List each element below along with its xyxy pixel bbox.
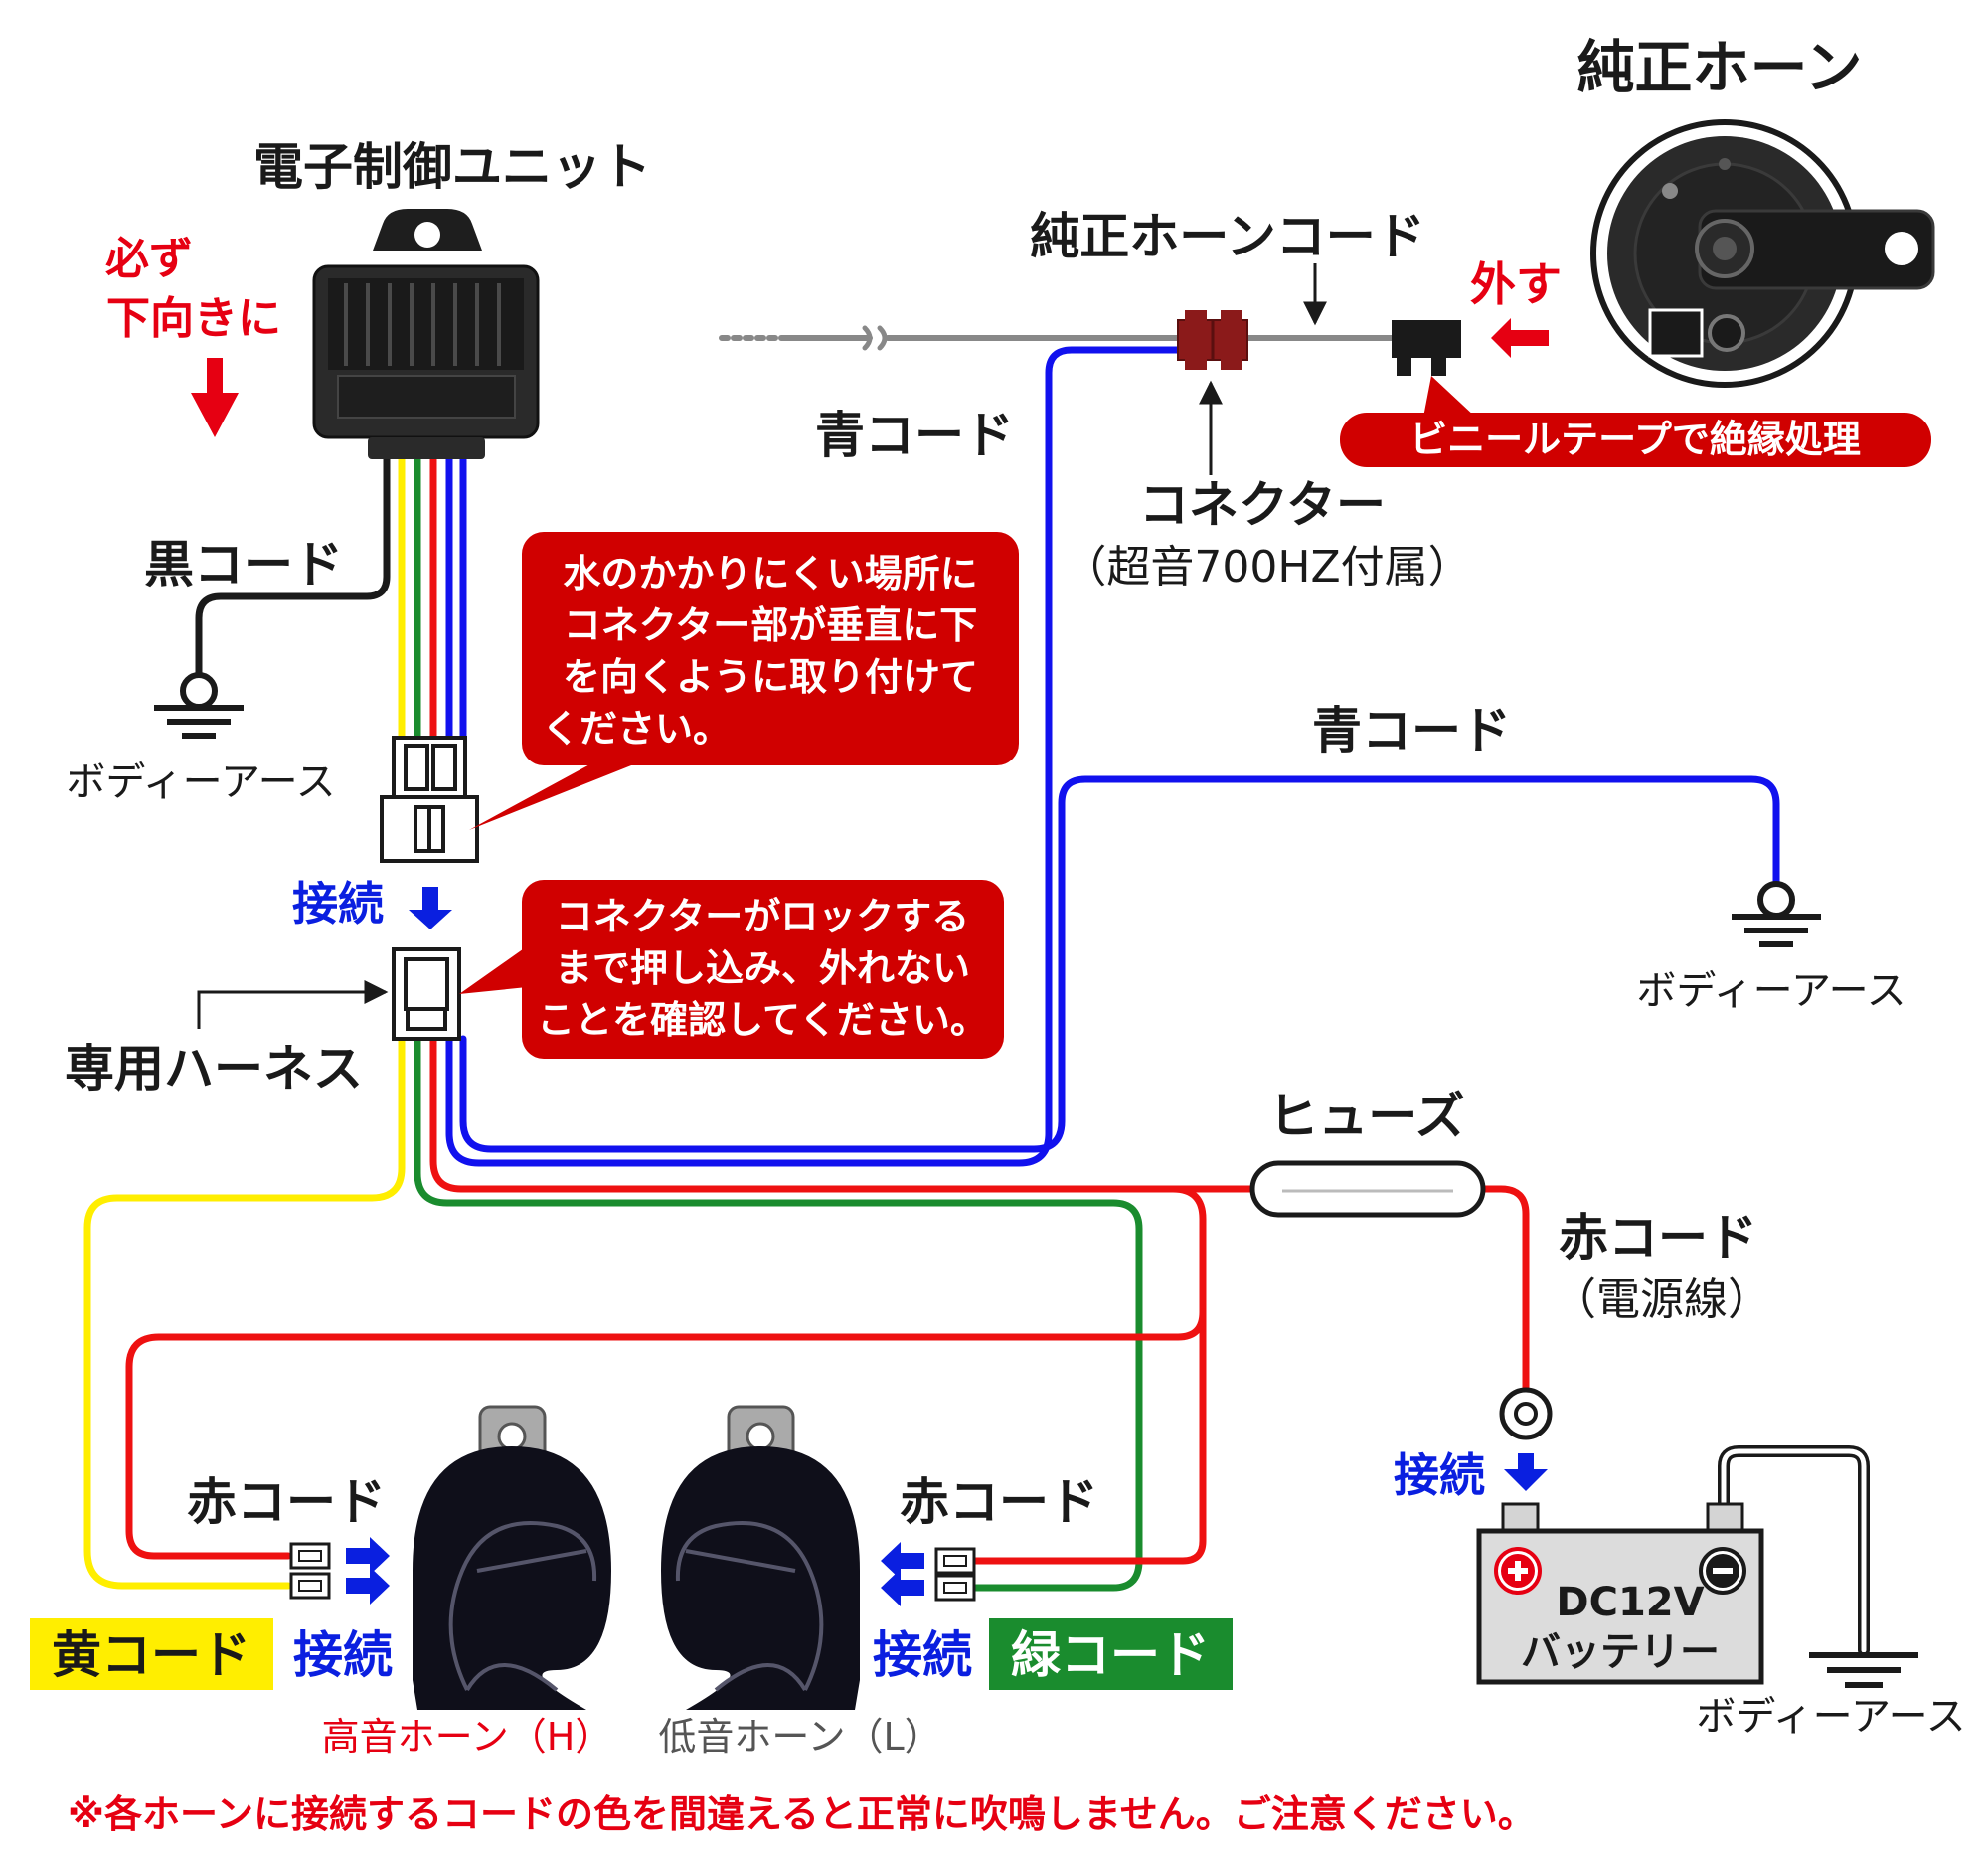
red-wire-high <box>125 1308 1207 1560</box>
left-arrow-icon <box>881 1542 924 1580</box>
callout-vertical-line3: を向くように取り付けて <box>563 655 978 699</box>
low-horn-connect: 接続 <box>873 1626 972 1684</box>
blue-wire-horn <box>445 346 1182 1167</box>
harness-connector <box>392 947 461 1041</box>
stock-horn-icon <box>1590 119 1935 388</box>
yellow-cord-highlight <box>30 1618 273 1690</box>
low-horn-icon <box>661 1405 860 1710</box>
blue-cord-label-1: 青コード <box>815 407 1014 464</box>
callout-lock-line1: コネクターがロックする <box>556 895 969 938</box>
callout-lock-line2: まで押し込み、外れない <box>555 946 970 990</box>
red-wire-power <box>1477 1185 1530 1396</box>
ground-icon <box>1809 1652 1918 1688</box>
callout-lock <box>459 880 1004 1059</box>
stock-cord-label: 純正ホーンコード <box>1030 208 1425 265</box>
ecu-unit <box>312 209 540 459</box>
yellow-wire <box>83 1035 406 1590</box>
stock-terminal-icon <box>1392 320 1461 376</box>
callout-vertical-line2: コネクター部が垂直に下 <box>564 603 977 647</box>
callout-vertical <box>469 532 1019 830</box>
ecu-title: 電子制御ユニット <box>253 138 651 196</box>
ecu-side-connector <box>380 736 479 863</box>
fuse-label: ヒューズ <box>1268 1088 1465 1145</box>
red-cord-power-label: 赤コード <box>1559 1209 1757 1267</box>
callout-lock-line3: ことを確認してください。 <box>537 998 988 1042</box>
ground-icon <box>154 672 244 739</box>
callout-vertical-line4: ください。 <box>542 707 731 751</box>
down-arrow-icon <box>409 887 452 929</box>
down-arrow-icon <box>1504 1453 1548 1491</box>
battery-connect-label: 接続 <box>1394 1448 1485 1502</box>
blue-wire-ground <box>459 775 1780 1153</box>
horn-connector-icon <box>1177 310 1248 370</box>
left-arrow-icon <box>1491 318 1549 358</box>
high-horn-red-cord: 赤コード <box>187 1473 386 1531</box>
blue-cord-label-2: 青コード <box>1312 702 1511 760</box>
red-cord-power-sub: （電源線） <box>1553 1274 1771 1325</box>
harness-pointer <box>197 980 389 1029</box>
high-horn-name: 高音ホーン（H） <box>322 1715 613 1759</box>
callout-vertical-line1: 水のかかりにくい場所に <box>563 552 977 595</box>
stock-horn-title: 純正ホーン <box>1576 34 1862 101</box>
harness-connect-label: 接続 <box>292 877 384 930</box>
low-horn-red-cord: 赤コード <box>900 1473 1098 1531</box>
connector-sub: （超音700HZ付属） <box>1063 542 1471 592</box>
body-ground-label-2: ボディーアース <box>1636 968 1905 1014</box>
black-cord-label: 黒コード <box>144 536 343 593</box>
ring-terminal-icon <box>1499 1387 1553 1440</box>
battery-voltage: DC12V <box>1556 1580 1704 1625</box>
ground-icon <box>1732 881 1821 947</box>
high-horn-terminals <box>289 1542 331 1600</box>
green-cord-label: 緑コード <box>1011 1626 1210 1684</box>
wires <box>83 325 1870 1656</box>
tape-note: ビニールテープで絶縁処理 <box>1409 418 1861 461</box>
body-ground-label-1: ボディーアース <box>66 760 335 805</box>
green-wire <box>414 1035 1143 1592</box>
remove-label: 外す <box>1470 257 1562 311</box>
right-arrow-icon <box>346 1537 390 1575</box>
battery-icon <box>1476 1502 1764 1685</box>
mount-note-line1: 必ず <box>105 234 193 284</box>
footer-note: ※各ホーンに接続するコードの色を間違えると正常に吹鳴しません。ご注意ください。 <box>68 1792 1536 1836</box>
high-horn-connect: 接続 <box>293 1626 393 1684</box>
fuse-icon <box>1249 1160 1486 1218</box>
body-ground-label-3: ボディーアース <box>1696 1694 1965 1740</box>
black-wire <box>195 453 391 680</box>
yellow-cord-label: 黄コード <box>52 1626 250 1684</box>
tape-note-badge <box>1340 376 1931 467</box>
low-horn-terminals <box>934 1547 976 1602</box>
right-arrow-icon <box>346 1567 390 1605</box>
high-horn-icon <box>413 1405 611 1710</box>
red-wire-main <box>429 1035 1207 1565</box>
connector-label: コネクター <box>1139 476 1386 534</box>
down-arrow-icon <box>191 358 239 437</box>
low-horn-name: 低音ホーン（L） <box>658 1715 941 1759</box>
mount-note-line2: 下向きに <box>106 293 281 344</box>
harness-label: 専用ハーネス <box>65 1040 363 1098</box>
stock-cord-break <box>862 325 888 351</box>
left-arrow-icon <box>881 1569 924 1606</box>
green-cord-highlight <box>989 1618 1233 1690</box>
battery-label: バッテリー <box>1521 1629 1720 1675</box>
